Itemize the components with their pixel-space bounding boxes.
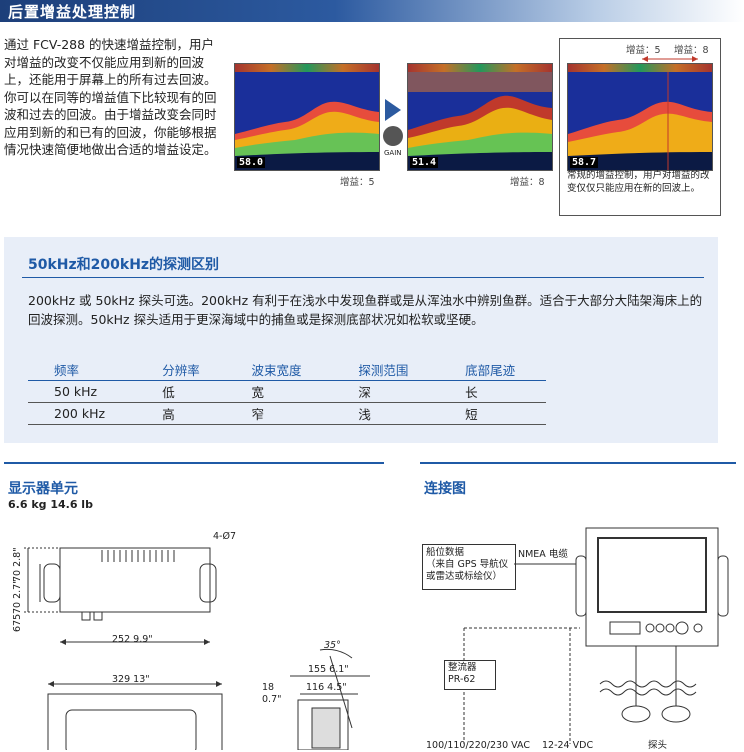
gain-caption-1: 增益：5 (340, 177, 375, 188)
frequency-table: 频率 分辨率 波束宽度 探测范围 底部尾迹 50 kHz 低 宽 深 长 200… (28, 359, 546, 425)
gain-label-right: 增益：8 (674, 45, 709, 56)
double-arrow-icon (642, 56, 698, 62)
gain-caption-2: 增益：8 (510, 177, 545, 188)
table-row: 200 kHz 高 窄 浅 短 (28, 402, 546, 425)
rectifier-box (444, 660, 496, 690)
next-arrow-icon (385, 99, 401, 121)
table-cell: 短 (439, 402, 546, 425)
screen-status-bar (568, 64, 712, 72)
screen-status-bar (408, 64, 552, 72)
section-title: 后置增益处理控制 (8, 3, 137, 21)
gain-knob-icon (383, 126, 403, 146)
gain-button-label: GAIN (384, 149, 402, 157)
section-divider-right (420, 462, 736, 464)
display-unit-title: 显示器单元 (8, 481, 78, 497)
unit-weight: 6.6 kg 14.6 lb (8, 498, 93, 511)
sounder-screen-2: 51.4 (407, 63, 553, 171)
nav-data-box (422, 544, 516, 590)
depth-readout: 58.0 (237, 157, 266, 168)
probe-label: 探头 (648, 740, 668, 751)
sounder-screen-3: 58.7 (567, 63, 713, 171)
depth-readout: 58.7 (570, 157, 599, 168)
title-divider (22, 277, 704, 278)
table-header: 探测范围 (332, 359, 440, 381)
rectifier-label: 整流器 PR-62 (448, 662, 477, 685)
ac-power-label: 100/110/220/230 VAC (426, 740, 531, 751)
echo-image (568, 72, 712, 170)
table-cell: 浅 (332, 402, 440, 425)
table-cell: 50 kHz (28, 380, 137, 403)
table-header: 波束宽度 (225, 359, 333, 381)
angle-dim: 35° (324, 640, 341, 651)
table-header: 底部尾迹 (439, 359, 546, 381)
width-dim-252: 252 9.9" (112, 634, 153, 645)
table-header: 分辨率 (136, 359, 226, 381)
bracket-dim-18: 18 (262, 682, 275, 693)
table-cell: 窄 (225, 402, 333, 425)
height-dim-2: 70 2.7" (12, 579, 23, 614)
dimension-drawing (24, 547, 370, 750)
depth-dim-116: 116 4.5" (306, 682, 347, 693)
depth-readout: 51.4 (410, 157, 439, 168)
section-header: 后置增益处理控制 (0, 0, 744, 22)
table-cell: 低 (136, 380, 226, 403)
mounting-holes-dim: 4-Ø7 (213, 531, 236, 542)
connection-title: 连接图 (424, 481, 466, 497)
gain-label-left: 增益：5 (626, 45, 661, 56)
table-header-row: 频率 分辨率 波束宽度 探测范围 底部尾迹 (28, 359, 546, 381)
table-header: 频率 (28, 359, 137, 381)
nmea-cable-label: NMEA 电缆 (518, 549, 568, 560)
sounder-screen-1: 58.0 (234, 63, 380, 171)
intro-paragraph: 通过 FCV-288 的快速增益控制，用户对增益的改变不仅能应用到新的回波上，还… (4, 37, 217, 157)
table-row: 50 kHz 低 宽 深 长 (28, 380, 546, 403)
connection-diagram (463, 527, 729, 744)
bracket-dim-inch: 0.7" (262, 694, 282, 705)
dc-power-label: 12-24 VDC (542, 740, 594, 751)
echo-image (235, 72, 379, 170)
width-dim-329: 329 13" (112, 674, 150, 685)
table-cell: 深 (332, 380, 440, 403)
note-text: 常规的增益控制，用户对增益的改变仅仅只能应用在新的回波上。 (567, 170, 710, 194)
height-dim-1: 70 2.8" (12, 547, 23, 582)
height-dim-3: 675 (12, 613, 23, 632)
frequency-paragraph: 200kHz 或 50kHz 探头可选。200kHz 有利于在浅水中发现鱼群或是… (28, 293, 703, 327)
table-cell: 宽 (225, 380, 333, 403)
depth-dim-155: 155 6.1" (308, 664, 349, 675)
table-cell: 200 kHz (28, 402, 137, 425)
nav-data-label: 船位数据 （来自 GPS 导航仪 或雷达或标绘仪） (426, 547, 509, 582)
echo-image (408, 72, 552, 170)
table-cell: 长 (439, 380, 546, 403)
screen-status-bar (235, 64, 379, 72)
section-divider-left (4, 462, 384, 464)
table-cell: 高 (136, 402, 226, 425)
frequency-title: 50kHz和200kHz的探测区别 (28, 257, 220, 273)
